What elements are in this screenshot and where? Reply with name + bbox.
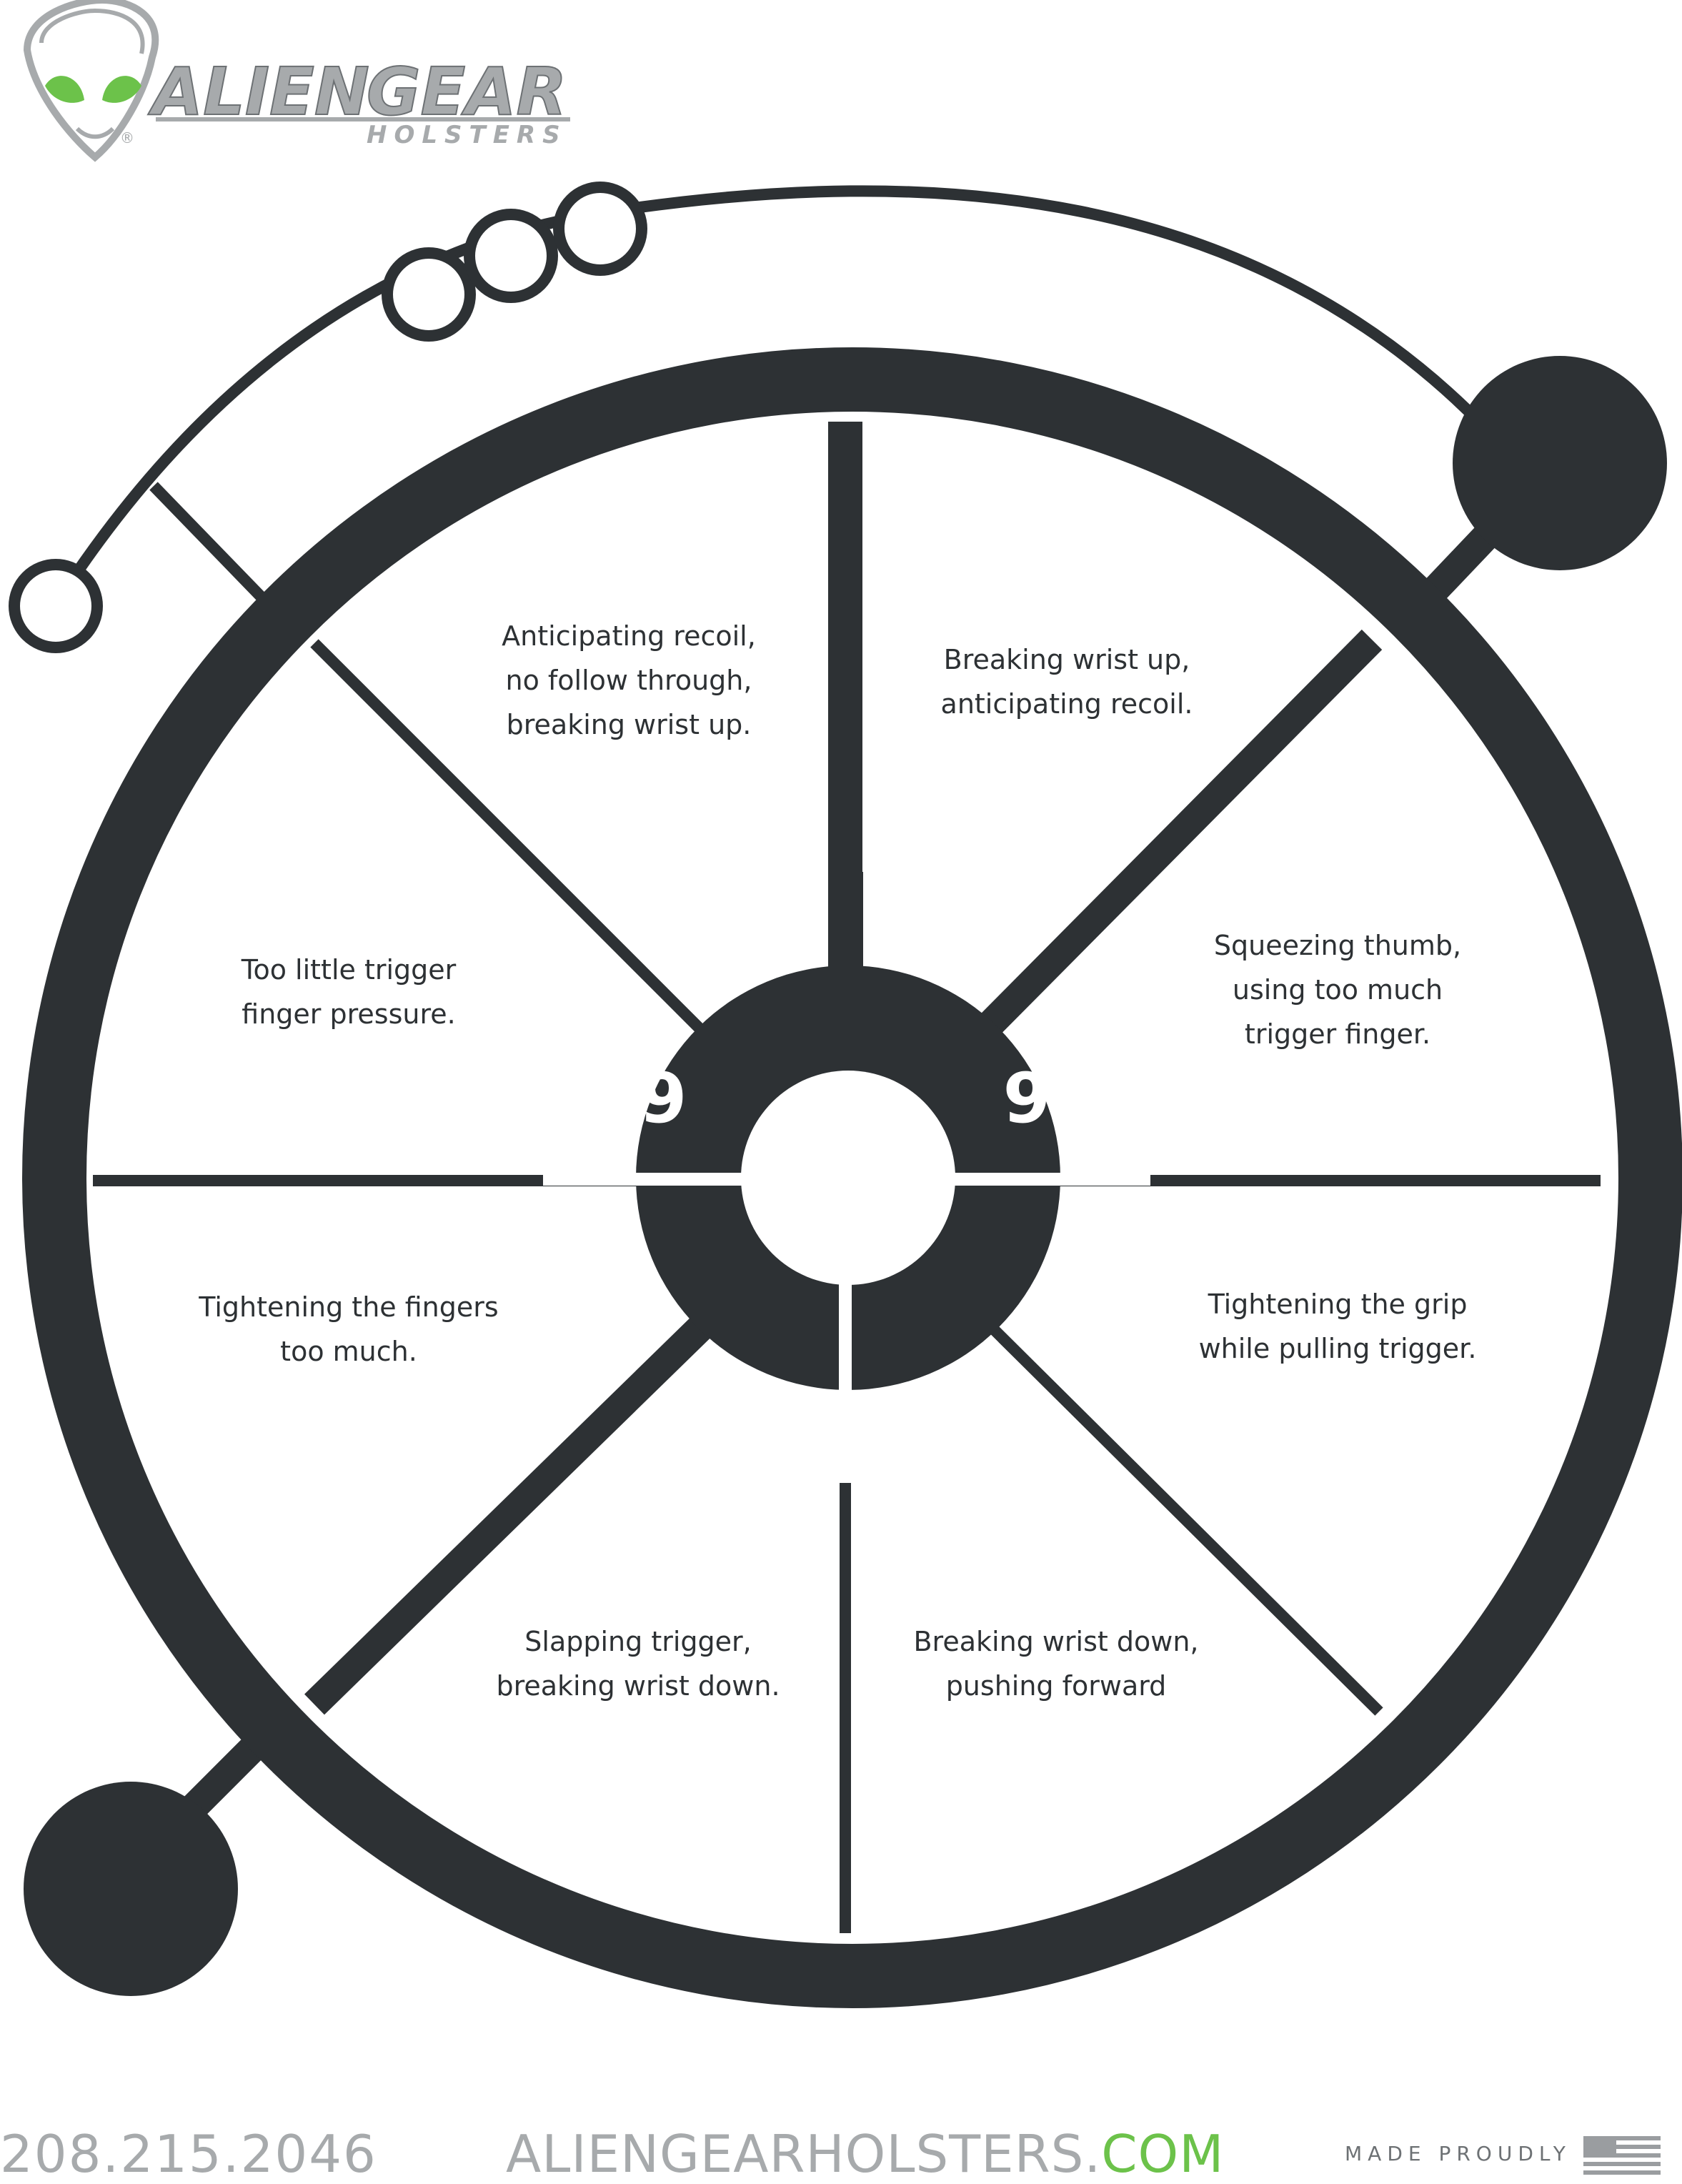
- segment-label-top-right: Breaking wrist up, anticipating recoil.: [941, 644, 1193, 720]
- segment-label-lower-left: Tightening the fingers too much.: [198, 1291, 498, 1367]
- logo-holsters: HOLSTERS: [367, 121, 567, 149]
- segment-label-line: pushing forward: [946, 1670, 1167, 1702]
- orbit-ring-2: [464, 209, 558, 303]
- orbit-ring-3: [553, 182, 647, 276]
- divider-diag-upper-left: [310, 639, 762, 1091]
- orbit-arc: [70, 185, 1491, 579]
- axis-ball-upper-right: [1453, 356, 1667, 570]
- phone-number: 208.215.2046: [0, 2124, 377, 2184]
- segment-label-line: too much.: [280, 1336, 417, 1367]
- logo-registered-mark: ®: [120, 129, 134, 147]
- segment-label-line: no follow through,: [506, 665, 752, 696]
- website-tld: COM: [1101, 2124, 1225, 2184]
- segment-label-upper-left: Too little trigger finger pressure.: [241, 954, 457, 1030]
- segment-label-line: breaking wrist up.: [507, 709, 752, 740]
- divider-diag-upper-right: [925, 629, 1383, 1090]
- orbit-strut: [149, 482, 272, 608]
- segment-label-line: using too much: [1233, 974, 1443, 1006]
- segment-label-line: while pulling trigger.: [1199, 1333, 1477, 1364]
- segment-label-upper-right: Squeezing thumb, using too much trigger fi…: [1214, 930, 1461, 1050]
- divider-diag-lower-left: [304, 1261, 767, 1715]
- segment-label-line: Slapping trigger,: [524, 1626, 751, 1657]
- orbit-ring-1: [382, 247, 476, 342]
- alien-head-icon: [23, 0, 159, 162]
- logo-underline: [156, 117, 570, 121]
- segment-label-line: Tightening the fingers: [198, 1291, 498, 1323]
- orbit-decoration: [70, 185, 1491, 608]
- website-main: ALIENGEARHOLSTERS.: [506, 2124, 1102, 2184]
- made-proudly-label: MADE PROUDLY: [1345, 2142, 1571, 2165]
- segment-label-line: Breaking wrist down,: [913, 1626, 1198, 1657]
- bullseye: [741, 1071, 955, 1285]
- score-left: 9: [640, 1058, 687, 1138]
- segment-label-line: Anticipating recoil,: [502, 620, 756, 652]
- segment-label-bottom-right: Breaking wrist down, pushing forward: [913, 1626, 1198, 1702]
- segment-label-line: Too little trigger: [241, 954, 457, 986]
- segment-label-line: breaking wrist down.: [496, 1670, 780, 1702]
- segment-labels: Anticipating recoil, no follow through, br…: [198, 620, 1476, 1702]
- segment-label-top-left: Anticipating recoil, no follow through, br…: [502, 620, 756, 740]
- divider-diag-lower-right: [932, 1268, 1383, 1716]
- segment-label-line: finger pressure.: [242, 998, 455, 1030]
- segment-label-line: trigger finger.: [1245, 1018, 1430, 1050]
- us-flag-icon: [1583, 2136, 1661, 2175]
- segment-label-lower-right: Tightening the grip while pulling trigger…: [1199, 1289, 1477, 1364]
- orbit-ring-small-left: [9, 559, 103, 653]
- segment-label-line: anticipating recoil.: [941, 688, 1193, 720]
- score-right: 9: [1003, 1058, 1051, 1138]
- axis-ball-lower-left: [24, 1782, 238, 1996]
- footer: 208.215.2046 ALIENGEARHOLSTERS.COM MADE …: [0, 2126, 1682, 2182]
- segment-dividers: [93, 422, 1601, 1933]
- segment-label-line: Tightening the grip: [1208, 1289, 1468, 1320]
- website-link[interactable]: ALIENGEARHOLSTERS.COM: [506, 2126, 1224, 2182]
- segment-label-bottom-left: Slapping trigger, breaking wrist down.: [496, 1626, 780, 1702]
- inner-gap-vertical-top-bar: [829, 872, 863, 1076]
- alien-gear-logo: ALIEN GEAR ® HOLSTERS: [23, 0, 570, 162]
- segment-label-line: Squeezing thumb,: [1214, 930, 1461, 961]
- segment-label-line: Breaking wrist up,: [944, 644, 1190, 675]
